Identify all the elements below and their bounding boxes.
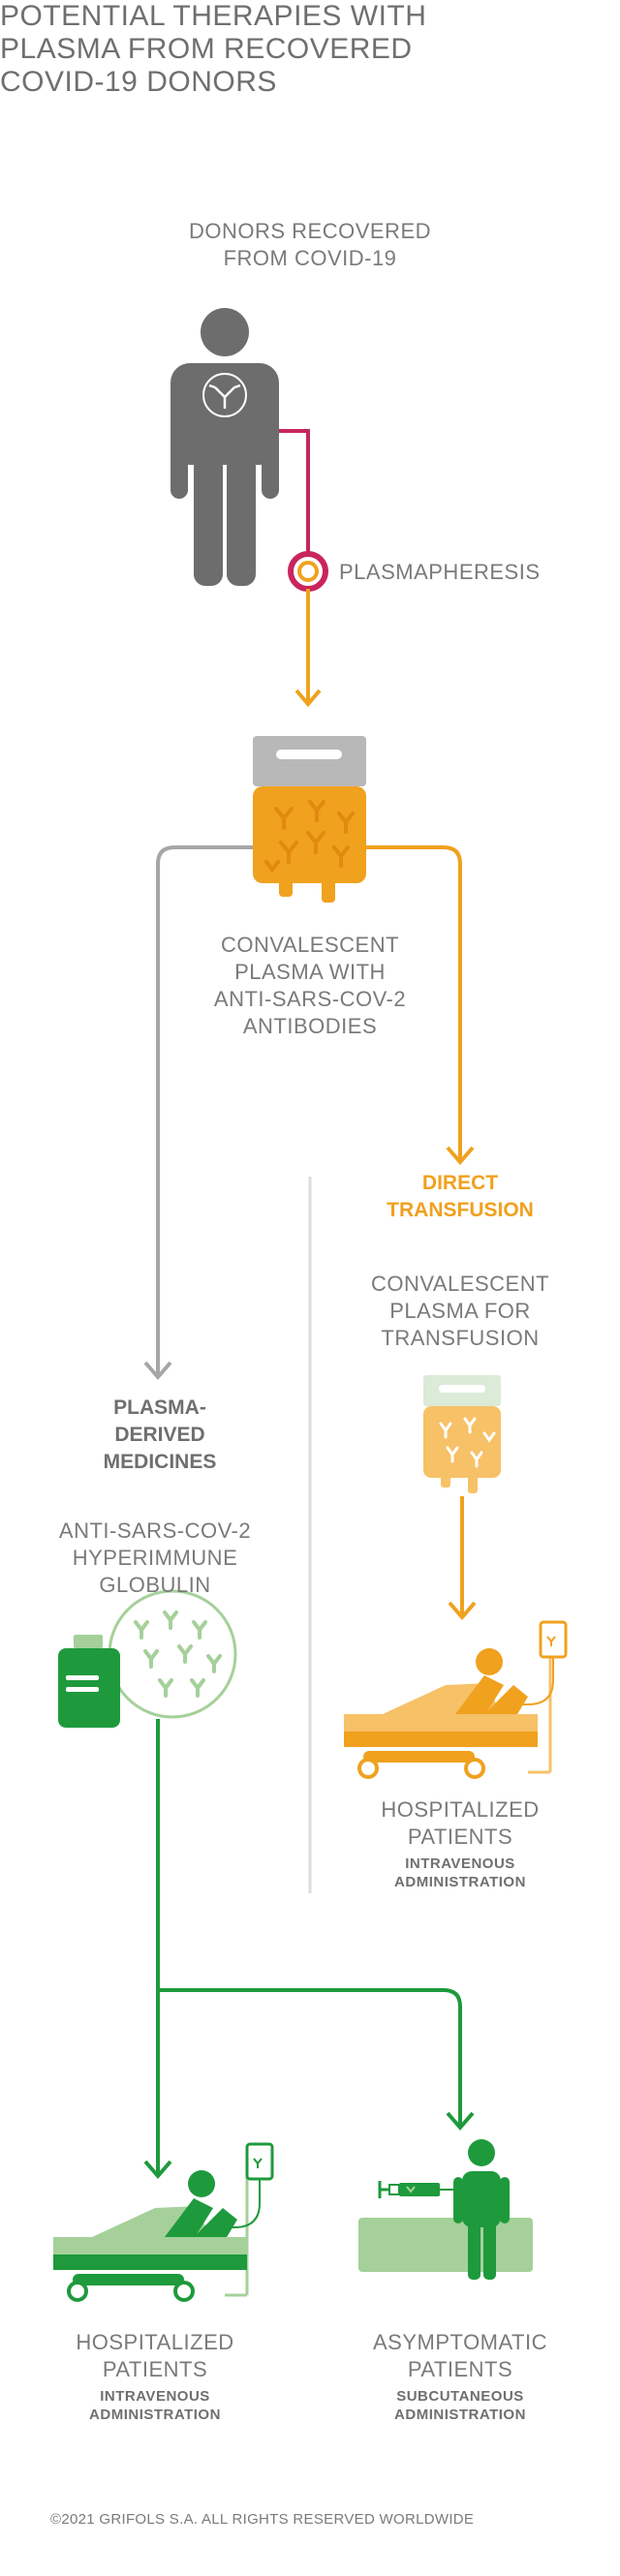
virus-antibody-icon — [202, 373, 247, 417]
syringe-icon — [378, 2181, 455, 2198]
antibody-circle-icon — [108, 1589, 237, 1719]
green-branch-line — [143, 1719, 475, 2180]
patient-standing-icon — [358, 2139, 533, 2280]
bottom-left-patients-label: HOSPITALIZED PATIENTS — [76, 2330, 234, 2381]
transfusion-bag-icon — [423, 1375, 501, 1493]
plasma-bag-icon — [253, 736, 366, 903]
plasmapheresis-label: PLASMAPHERESIS — [339, 560, 541, 584]
plasma-derived-heading: PLASMA- DERIVED MEDICINES — [103, 1396, 217, 1473]
hyperimmune-label: ANTI-SARS-COV-2 HYPERIMMUNE GLOBULIN — [58, 1518, 252, 1597]
medicine-bottle-icon — [58, 1635, 120, 1728]
donors-label: DONORS RECOVERED FROM COVID-19 — [188, 219, 432, 270]
transfusion-plasma-label: CONVALESCENT PLASMA FOR TRANSFUSION — [370, 1272, 550, 1350]
arrow-to-right-patient — [448, 1496, 477, 1621]
hospital-bed-green-icon — [53, 2142, 274, 2302]
copyright-footer: ©2021 GRIFOLS S.A. ALL RIGHTS RESERVED W… — [50, 2511, 475, 2528]
donor-figure-icon — [170, 308, 279, 586]
right-branch-line — [366, 845, 475, 1166]
page-title: POTENTIAL THERAPIES WITH PLASMA FROM REC… — [0, 0, 427, 98]
left-branch-line — [143, 845, 253, 1381]
right-patients-label: HOSPITALIZED PATIENTS — [381, 1797, 540, 1849]
arrow-to-plasma-bag — [294, 589, 322, 708]
hospital-bed-orange-icon — [344, 1620, 568, 1779]
plasmapheresis-node-inner — [297, 561, 319, 582]
bottom-left-patients-sub: INTRAVENOUS ADMINISTRATION — [89, 2388, 221, 2423]
direct-transfusion-heading: DIRECT TRANSFUSION — [387, 1172, 534, 1221]
convalescent-plasma-label: CONVALESCENT PLASMA WITH ANTI-SARS-COV-2… — [213, 933, 407, 1038]
bottom-right-patients-sub: SUBCUTANEOUS ADMINISTRATION — [394, 2388, 526, 2423]
plasmapheresis-line — [279, 429, 310, 569]
right-patients-sub: INTRAVENOUS ADMINISTRATION — [394, 1855, 526, 1890]
bottom-right-patients-label: ASYMPTOMATIC PATIENTS — [373, 2330, 547, 2381]
